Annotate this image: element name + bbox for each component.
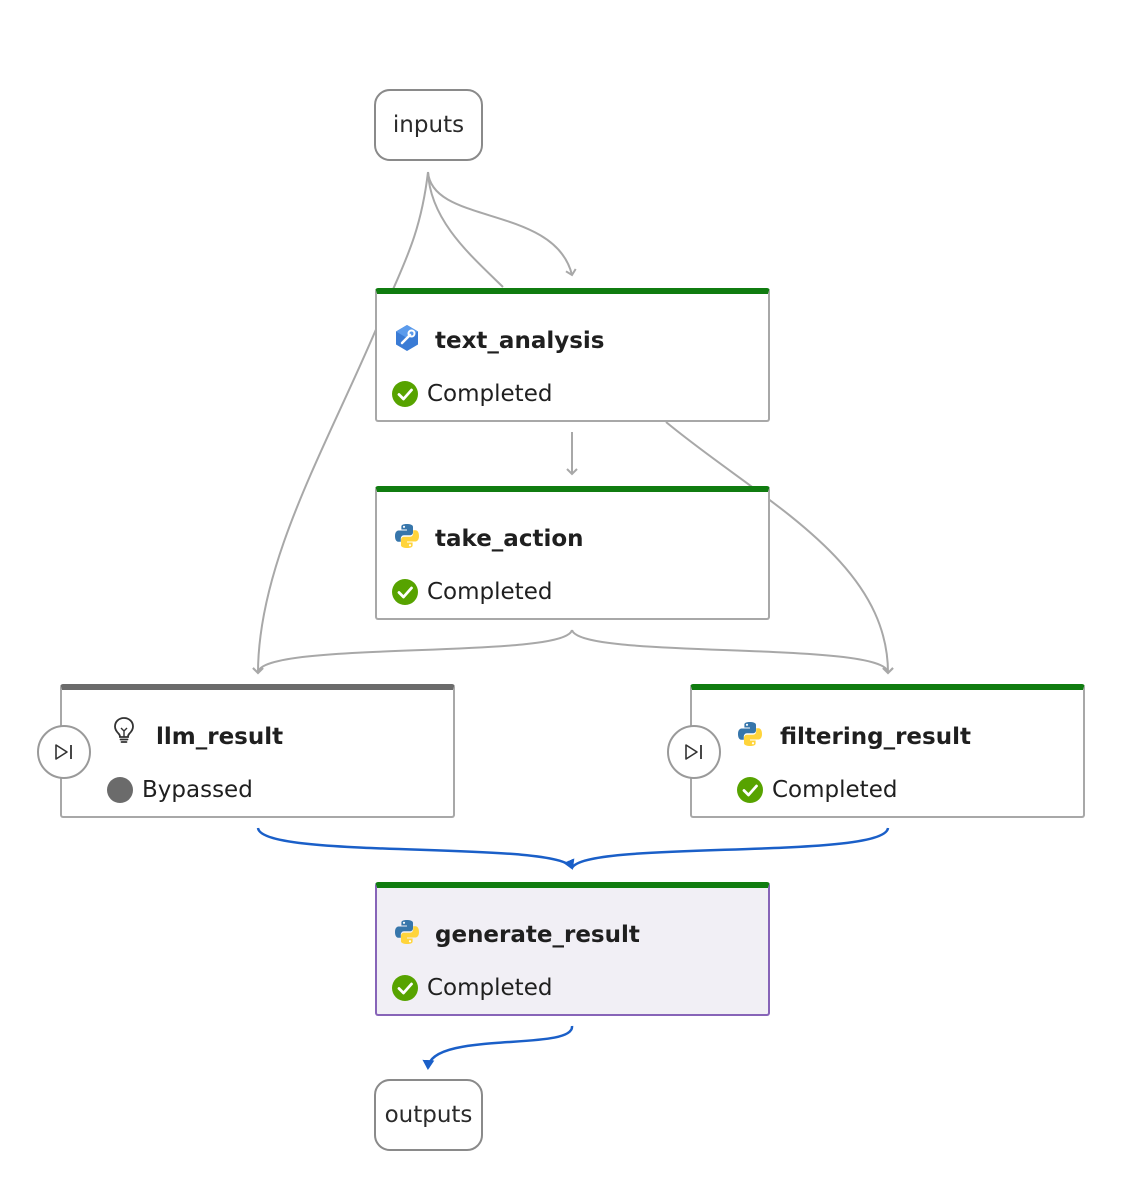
status-text: Bypassed xyxy=(142,777,253,803)
node-title: take_action xyxy=(435,526,584,552)
status-text: Completed xyxy=(427,579,553,605)
node-generate-result[interactable]: generate_result Completed xyxy=(375,882,770,1016)
python-icon xyxy=(395,920,419,944)
outputs-label: outputs xyxy=(384,1102,473,1128)
check-circle-icon xyxy=(392,381,418,407)
skip-forward-icon xyxy=(55,744,72,760)
skip-to-node-button[interactable] xyxy=(37,725,91,779)
node-status: Completed xyxy=(391,578,552,606)
node-title: llm_result xyxy=(156,724,284,750)
python-icon xyxy=(395,524,419,548)
skip-forward-icon xyxy=(685,744,702,760)
edge-inputs-llm-result xyxy=(252,171,429,675)
edge-filtering-generate xyxy=(570,827,890,869)
node-title: text_analysis xyxy=(435,328,605,354)
edge-take-action-llm xyxy=(252,629,573,675)
status-text: Completed xyxy=(772,777,898,803)
edge-text-analysis-filtering xyxy=(665,421,894,675)
edge-inputs-filtering-curve xyxy=(427,171,504,288)
tool-icon xyxy=(396,325,418,351)
node-text-analysis[interactable]: text_analysis Completed xyxy=(375,288,770,422)
edge-llm-generate xyxy=(256,827,575,870)
edge-inputs-text-analysis xyxy=(427,171,577,277)
inputs-node[interactable]: inputs xyxy=(374,89,483,161)
node-status: Bypassed xyxy=(106,776,253,804)
node-status: Completed xyxy=(391,974,552,1002)
edge-take-action-filtering xyxy=(571,629,894,675)
edge-generate-outputs xyxy=(422,1025,574,1070)
status-text: Completed xyxy=(427,381,553,407)
node-filtering-result[interactable]: filtering_result Completed xyxy=(690,684,1085,818)
node-status: Completed xyxy=(391,380,552,408)
lightbulb-icon xyxy=(114,717,134,743)
node-title: filtering_result xyxy=(780,724,971,750)
node-title: generate_result xyxy=(435,922,640,948)
node-llm-result[interactable]: llm_result Bypassed xyxy=(60,684,455,818)
inputs-label: inputs xyxy=(392,112,465,138)
gray-dot-icon xyxy=(107,777,133,803)
python-icon xyxy=(738,722,762,746)
skip-to-node-button[interactable] xyxy=(667,725,721,779)
check-circle-icon xyxy=(392,579,418,605)
outputs-node[interactable]: outputs xyxy=(374,1079,483,1151)
check-circle-icon xyxy=(737,777,763,803)
node-take-action[interactable]: take_action Completed xyxy=(375,486,770,620)
check-circle-icon xyxy=(392,975,418,1001)
status-text: Completed xyxy=(427,975,553,1001)
node-status: Completed xyxy=(736,776,897,804)
